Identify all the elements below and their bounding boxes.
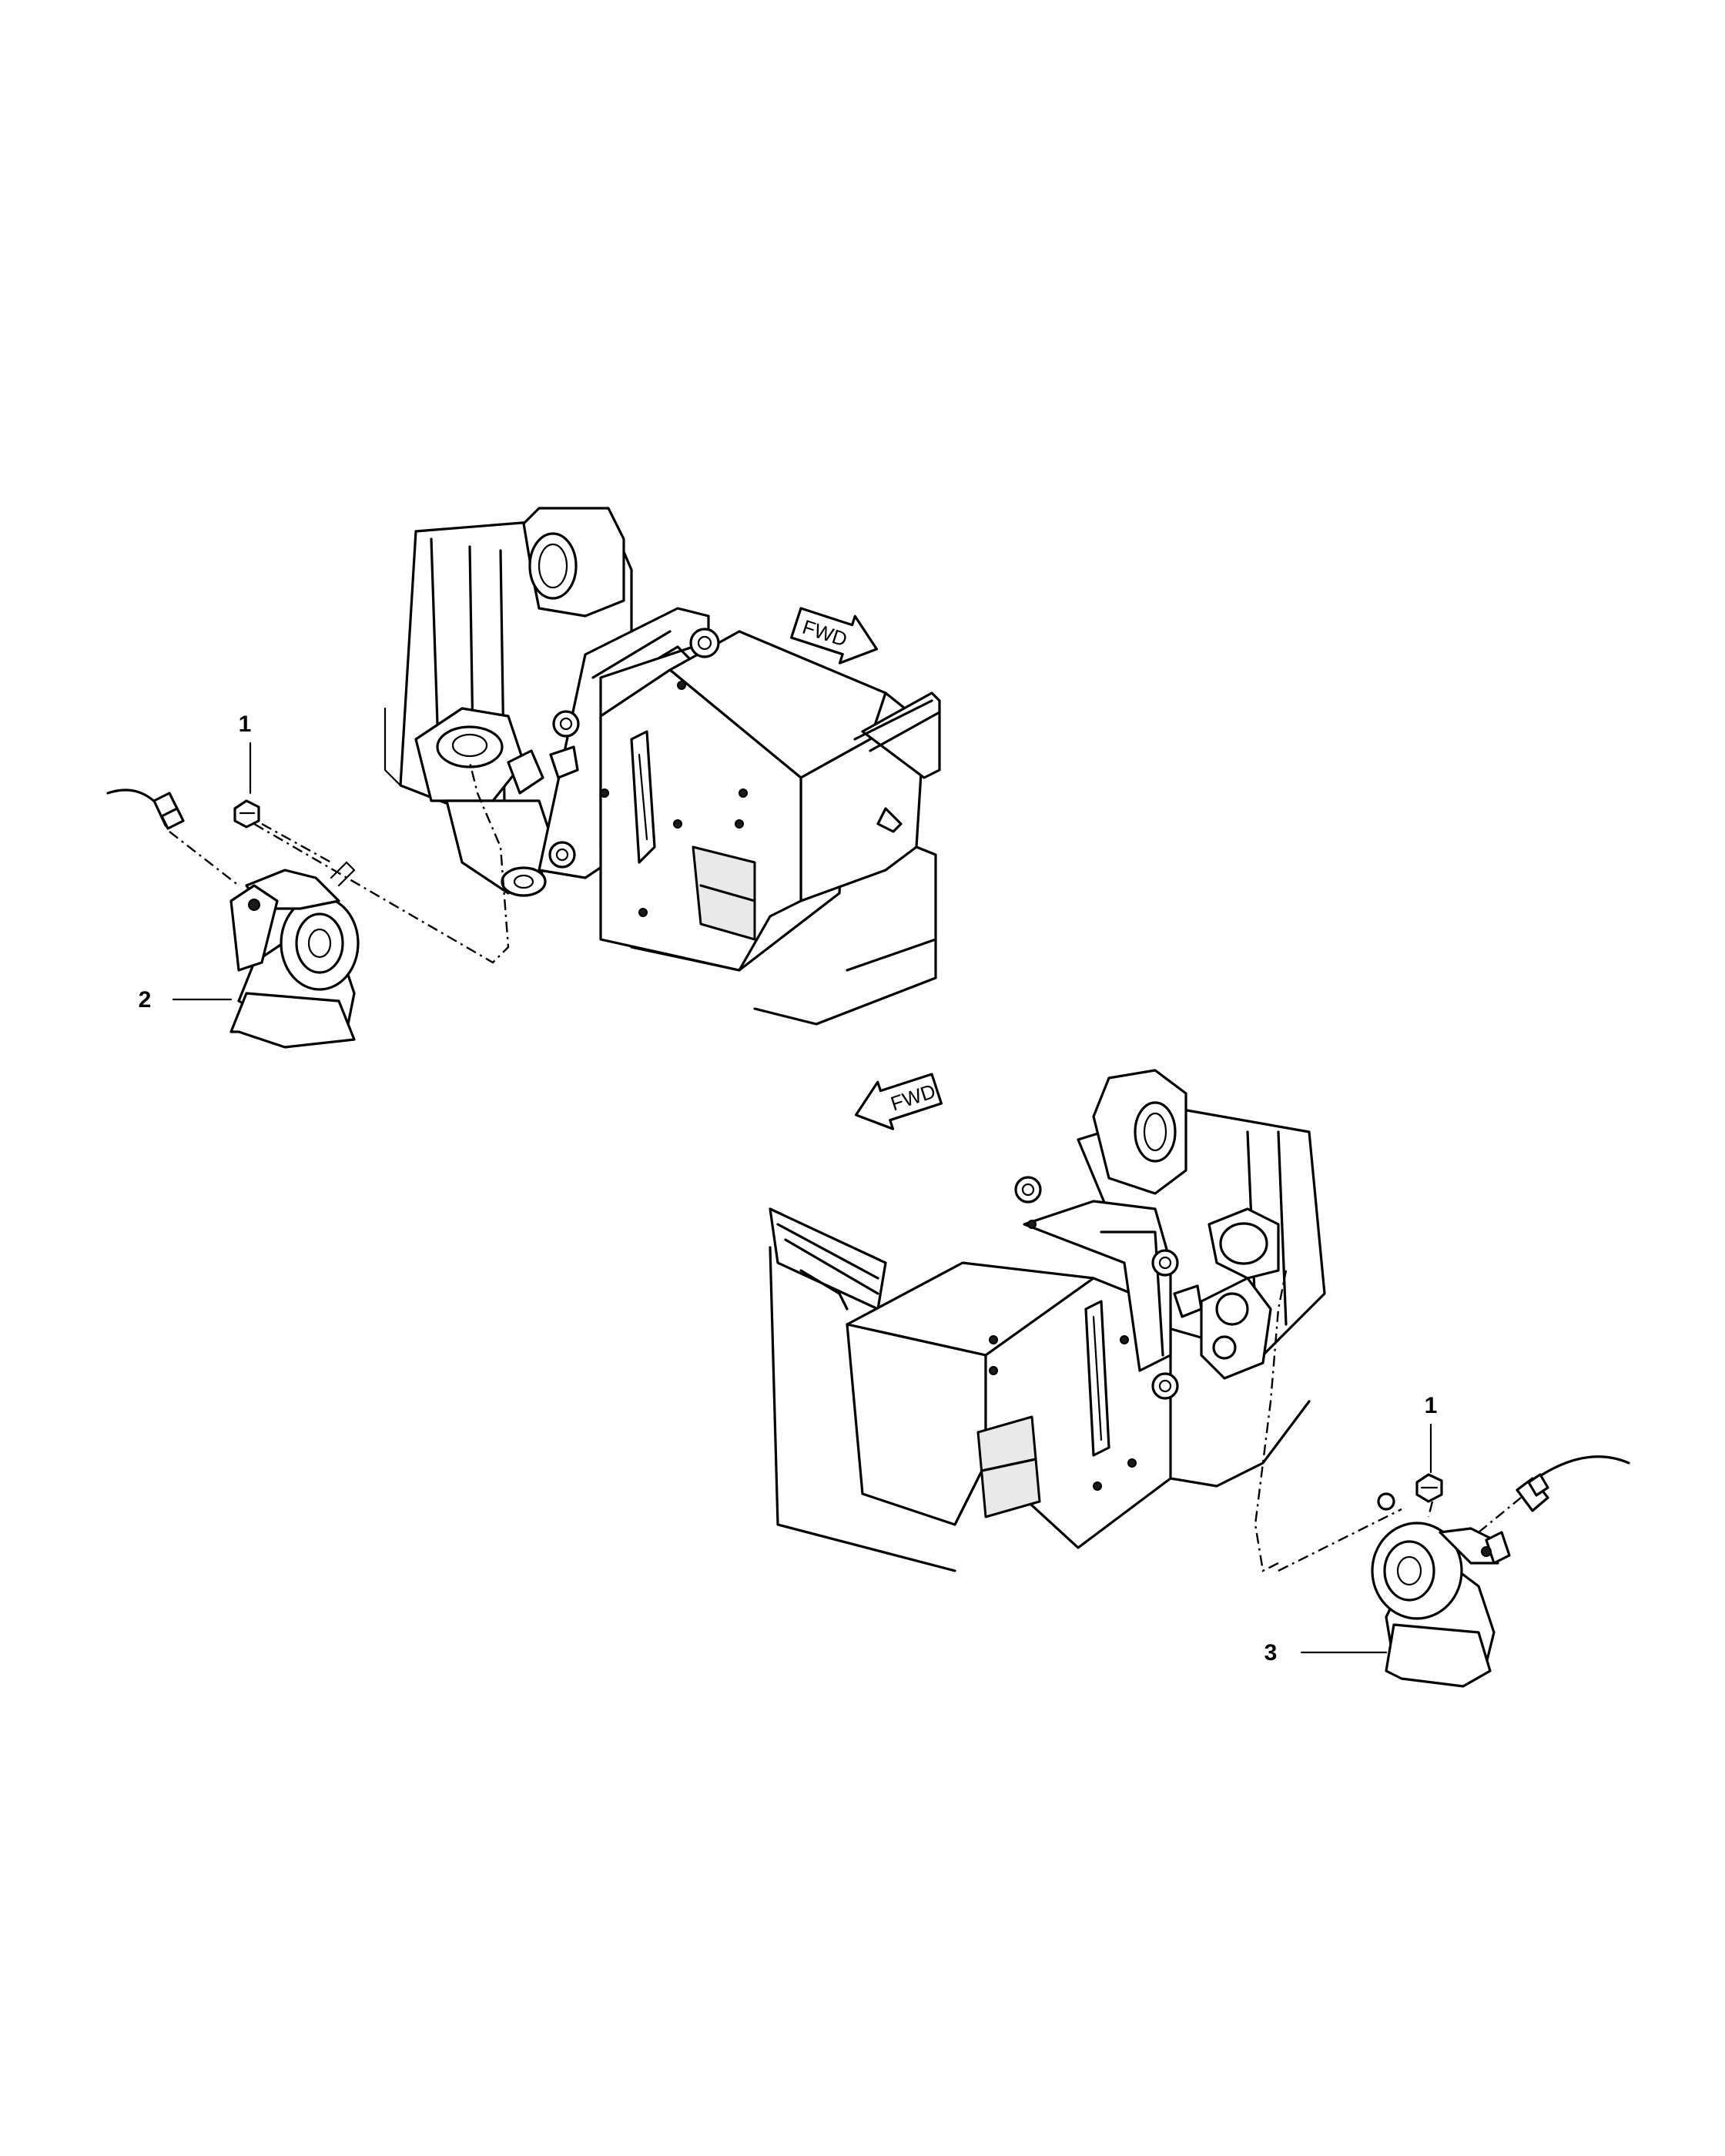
wire-connector-lower [1516, 1455, 1630, 1512]
nut-1-lower [1415, 1473, 1443, 1503]
bolt [1151, 1249, 1179, 1277]
horn-2 [229, 861, 360, 1049]
callout-3: 3 [1264, 1640, 1388, 1666]
mount-leader-lower-2 [1278, 1508, 1402, 1572]
callout-2: 2 [139, 987, 233, 1013]
frame-assembly-lower [769, 1069, 1326, 1572]
frame-assembly-upper [384, 507, 941, 1026]
bolt [1151, 1372, 1179, 1400]
connector-leader-lower [1478, 1497, 1522, 1533]
bolt [1014, 1176, 1042, 1204]
horn-3 [1371, 1492, 1511, 1688]
bolt [552, 710, 580, 738]
callout-1-lower: 1 [1425, 1393, 1438, 1474]
nut-1-upper [233, 799, 260, 829]
connector-leader-upper [169, 831, 239, 886]
callout-1-upper: 1 [239, 711, 252, 795]
fwd-arrow-lower: FWD [854, 1073, 943, 1130]
wire-connector-upper [106, 788, 185, 830]
callout-label: 3 [1264, 1640, 1278, 1666]
callout-label: 2 [139, 987, 152, 1013]
bolt [548, 841, 576, 869]
bolt [689, 628, 720, 658]
callout-label: 1 [1425, 1393, 1438, 1418]
callout-label: 1 [239, 711, 252, 737]
nut-leader-lower [1427, 1501, 1434, 1518]
nut-leader-upper [261, 822, 332, 864]
mount-leader-upper [253, 762, 510, 964]
